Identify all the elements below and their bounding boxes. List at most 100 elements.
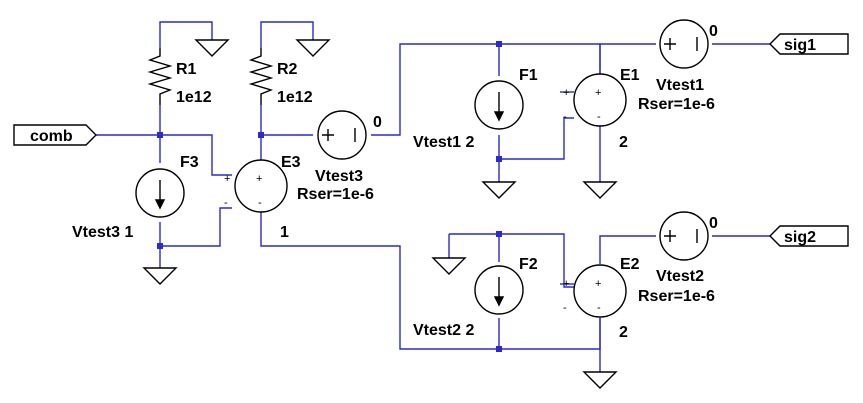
e2-name: E2 [620, 256, 640, 273]
source-e3: + - + - E3 1 [224, 154, 301, 241]
e2-pin-minus: - [597, 302, 601, 314]
r2-value: 1e12 [277, 89, 313, 106]
plus-icon [322, 129, 334, 141]
resistor-icon [248, 48, 274, 105]
wire-f2-leftgnd [449, 233, 574, 288]
grounds [142, 39, 618, 389]
voltage-source-icon [573, 73, 627, 127]
current-arrow-head-icon [154, 199, 166, 210]
e1-ctrl-plus: + [563, 87, 569, 99]
sig2-label: sig2 [784, 229, 816, 246]
e1-pin-minus: - [597, 111, 601, 123]
source-f2: F2 Vtest2 2 [413, 256, 538, 339]
wire-e3-minus [160, 207, 232, 247]
ground-icon [142, 267, 178, 285]
source-vtest3: 0 Vtest3 Rser=1e-6 [297, 110, 382, 203]
current-source-icon [474, 265, 524, 315]
junction-dot [157, 132, 163, 138]
f3-name: F3 [180, 154, 199, 171]
net-label-comb: comb [13, 124, 97, 146]
junction-dot [258, 132, 264, 138]
plus-icon [664, 230, 676, 242]
e2-ctrl-minus: - [563, 302, 567, 314]
wire-comb [96, 134, 232, 176]
wire-f1-e1minus [499, 117, 574, 160]
vtest1-value: 0 [709, 23, 718, 40]
ground-icon [481, 181, 517, 199]
junction-dot [157, 243, 163, 249]
source-e1: + - + - E1 2 [563, 67, 640, 151]
voltage-source-icon [659, 211, 709, 261]
comb-label: comb [30, 128, 73, 145]
wire-e2-vtest2 [599, 235, 656, 264]
ground-icon [582, 371, 618, 389]
net-flag-icon [769, 225, 849, 247]
wire-e1-vtest1 [599, 43, 656, 74]
resistor-r2: R2 1e12 [248, 48, 313, 106]
net-label-sig1: sig1 [769, 33, 849, 55]
junction-dot [496, 41, 502, 47]
ground-icon [582, 181, 618, 199]
source-vtest2: 0 Vtest2 Rser=1e-6 [638, 211, 718, 305]
junctions [157, 41, 502, 352]
f2-name: F2 [519, 256, 538, 273]
junction-dot [496, 346, 502, 352]
sig1-label: sig1 [784, 37, 816, 54]
current-source-icon [474, 80, 524, 130]
vtest3-rser: Rser=1e-6 [297, 186, 374, 203]
vtest3-name: Vtest3 [315, 168, 363, 185]
net-flag-icon [769, 33, 849, 55]
vtest1-rser: Rser=1e-6 [638, 96, 715, 113]
current-arrow-head-icon [493, 111, 505, 122]
source-e2: + - + - E2 2 [563, 256, 640, 341]
resistor-icon [147, 48, 173, 105]
current-arrow-head-icon [493, 296, 505, 307]
r2-name: R2 [277, 61, 298, 78]
source-vtest1: 0 Vtest1 Rser=1e-6 [638, 19, 718, 113]
f3-value: Vtest3 1 [72, 224, 133, 241]
ground-icon [194, 39, 230, 57]
plus-icon [664, 38, 676, 50]
e2-value: 2 [619, 324, 628, 341]
ground-icon [431, 257, 467, 275]
current-source-icon [135, 168, 185, 218]
voltage-source-icon [317, 110, 367, 160]
net-label-sig2: sig2 [769, 225, 849, 247]
r1-name: R1 [176, 61, 197, 78]
ground-icon [295, 39, 331, 57]
net-flag-icon [13, 124, 97, 146]
source-f1: F1 Vtest1 2 [413, 67, 538, 151]
e2-pin-plus: + [595, 278, 601, 290]
e3-ctrl-plus: + [224, 173, 230, 185]
wire-r2-top [260, 21, 314, 48]
e1-value: 2 [619, 134, 628, 151]
e1-ctrl-minus: - [563, 111, 567, 123]
e3-ctrl-minus: - [224, 197, 228, 209]
f1-value: Vtest1 2 [413, 134, 474, 151]
e3-pin-plus: + [256, 173, 262, 185]
e3-value: 1 [280, 224, 289, 241]
vtest2-value: 0 [709, 215, 718, 232]
r1-value: 1e12 [176, 89, 212, 106]
voltage-source-icon [234, 159, 288, 213]
resistor-r1: R1 1e12 [147, 48, 212, 106]
wires [96, 21, 770, 372]
junction-dot [496, 231, 502, 237]
vtest1-name: Vtest1 [656, 77, 704, 94]
vtest2-rser: Rser=1e-6 [638, 288, 715, 305]
voltage-source-icon [573, 264, 627, 318]
vtest3-value: 0 [373, 114, 382, 131]
e1-name: E1 [620, 67, 640, 84]
f2-value: Vtest2 2 [413, 322, 474, 339]
junction-dot [496, 156, 502, 162]
e3-name: E3 [281, 154, 301, 171]
e3-pin-minus: - [258, 197, 262, 209]
source-f3: F3 Vtest3 1 [72, 154, 199, 241]
vtest2-name: Vtest2 [656, 268, 704, 285]
e2-ctrl-plus: + [563, 278, 569, 290]
f1-name: F1 [519, 67, 538, 84]
e1-pin-plus: + [595, 87, 601, 99]
voltage-source-icon [659, 19, 709, 69]
wire-r1-top [159, 21, 213, 48]
